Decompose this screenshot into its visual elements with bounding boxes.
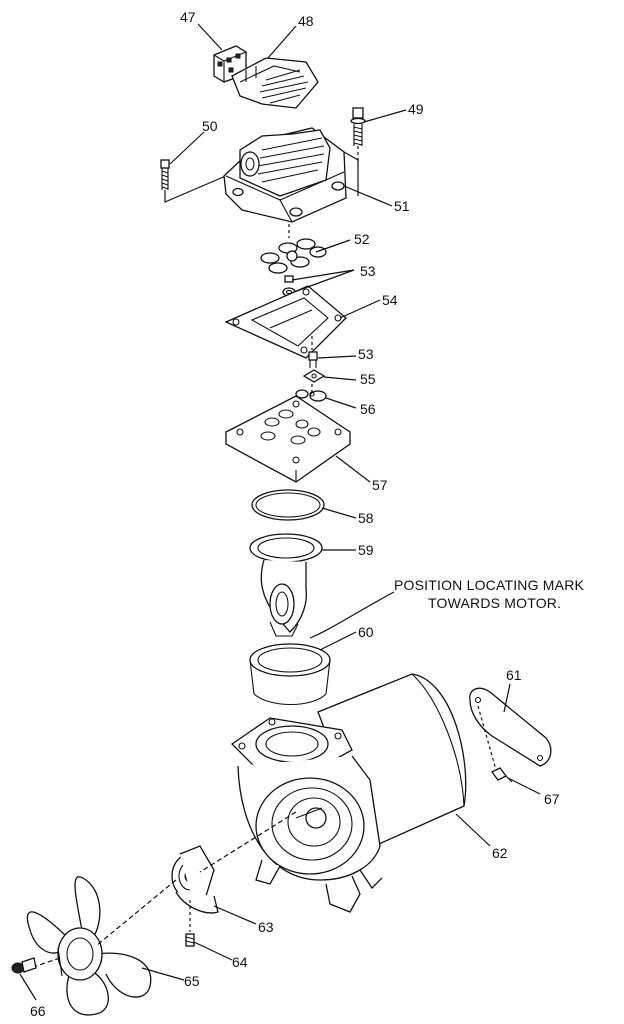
part-57-drawing [224,395,352,483]
part-60-drawing [249,643,331,706]
part-62-drawing [230,673,467,913]
part-52-drawing [260,238,327,274]
label-64: 64 [232,954,248,970]
part-63-drawing [171,845,219,914]
part-65-drawing [26,876,152,1016]
part-66-drawing [11,957,37,974]
label-62: 62 [492,845,508,861]
label-58: 58 [358,510,374,526]
part-54-drawing [224,285,347,359]
part-49-drawing [350,107,366,164]
label-53-lower: 53 [358,346,374,362]
note-line-2: TOWARDS MOTOR. [428,595,561,611]
label-48: 48 [298,13,314,29]
label-67: 67 [544,791,560,807]
label-56: 56 [360,401,376,417]
part-53-lower-drawing [308,351,318,368]
centerlines [35,224,497,967]
part-59-drawing [249,533,323,637]
label-61: 61 [506,667,522,683]
label-65: 65 [184,973,200,989]
label-51: 51 [394,198,410,214]
part-67-drawing [491,767,513,783]
part-51-drawing [223,127,359,223]
label-53-upper: 53 [360,263,376,279]
label-54: 54 [382,292,398,308]
label-49: 49 [408,101,424,117]
part-56-drawing [295,389,327,402]
part-64-drawing [185,933,195,947]
label-57: 57 [372,477,388,493]
part-55-drawing [302,369,326,383]
label-50: 50 [202,118,218,134]
label-63: 63 [258,919,274,935]
label-59: 59 [358,542,374,558]
label-52: 52 [354,231,370,247]
part-50-drawing [160,159,229,203]
part-48-drawing [231,57,319,109]
label-55: 55 [360,371,376,387]
label-66: 66 [30,1003,46,1019]
label-47: 47 [180,9,196,25]
leader-lines [19,23,541,1001]
part-58-drawing [251,489,325,521]
part-61-drawing [469,687,552,767]
label-60: 60 [358,624,374,640]
note-line-1: POSITION LOCATING MARK [394,577,585,593]
